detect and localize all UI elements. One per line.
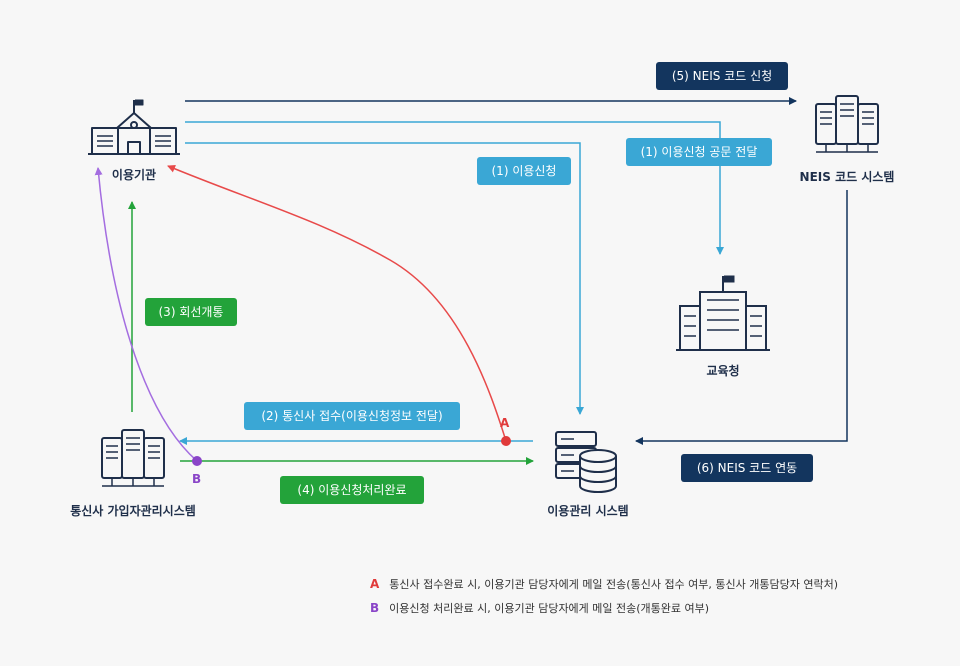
arrow-a-mail — [167, 164, 507, 442]
marker-a-dot — [501, 436, 511, 446]
step-badge-1: (1) 이용신청 — [477, 157, 571, 185]
arrow-1b-official-doc — [185, 121, 724, 255]
marker-b-label: B — [192, 472, 202, 486]
step-badge-6: (6) NEIS 코드 연동 — [681, 454, 813, 482]
database-server-icon — [555, 431, 617, 493]
step-badge-4: (4) 이용신청처리완료 — [280, 476, 424, 504]
step-badge-3: (3) 회선개통 — [145, 298, 237, 326]
step-badge-2: (2) 통신사 접수(이용신청정보 전달) — [244, 402, 460, 430]
node-label-neis: NEIS 코드 시스템 — [799, 170, 895, 184]
legend-text-b: 이용신청 처리완료 시, 이용기관 담당자에게 메일 전송(개통완료 여부) — [389, 602, 710, 615]
node-label-telecom: 통신사 가입자관리시스템 — [70, 504, 196, 518]
step-badge-1b: (1) 이용신청 공문 전달 — [626, 138, 772, 166]
marker-a-label: A — [500, 416, 510, 430]
legend-item-a: A 통신사 접수완료 시, 이용기관 담당자에게 메일 전송(통신사 접수 여부,… — [370, 576, 838, 592]
arrow-1-apply — [185, 142, 584, 415]
office-building-icon — [676, 275, 770, 351]
marker-b-dot — [192, 456, 202, 466]
legend-key-b: B — [370, 601, 380, 615]
arrow-6-neis-link — [635, 190, 848, 445]
arrow-b-mail — [94, 167, 198, 462]
servers-icon — [815, 95, 879, 153]
node-label-edu-office: 교육청 — [706, 364, 740, 378]
legend-key-a: A — [370, 577, 380, 591]
node-label-user-org: 이용기관 — [111, 168, 157, 182]
school-icon — [88, 99, 180, 155]
legend-item-b: B 이용신청 처리완료 시, 이용기관 담당자에게 메일 전송(개통완료 여부) — [370, 600, 709, 616]
connectors — [94, 97, 848, 465]
node-label-manage: 이용관리 시스템 — [547, 504, 629, 518]
telecom-servers-icon — [101, 429, 165, 487]
step-badge-5: (5) NEIS 코드 신청 — [656, 62, 788, 90]
legend-text-a: 통신사 접수완료 시, 이용기관 담당자에게 메일 전송(통신사 접수 여부, … — [389, 578, 839, 591]
